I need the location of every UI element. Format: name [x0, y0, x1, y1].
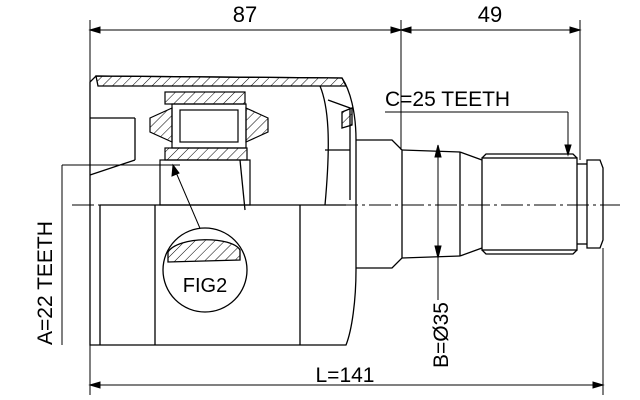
diameter-b-dimension	[434, 144, 442, 300]
spline-c-leader	[385, 111, 572, 157]
length-l-label: L=141	[316, 364, 375, 387]
fig2-label: FIG2	[183, 275, 227, 297]
stub-shaft	[356, 139, 604, 269]
spline-a-label: A=22 TEETH	[34, 221, 57, 345]
diameter-b-label: B=Ø35	[430, 302, 453, 368]
spline-c-label: C=25 TEETH	[385, 88, 510, 111]
dim-49-label: 49	[478, 2, 502, 27]
tripod-roller	[149, 91, 269, 206]
top-dimension	[88, 20, 582, 160]
fig2-callout	[162, 227, 248, 313]
bottom-dimension	[88, 248, 605, 395]
dim-87-label: 87	[233, 2, 257, 27]
